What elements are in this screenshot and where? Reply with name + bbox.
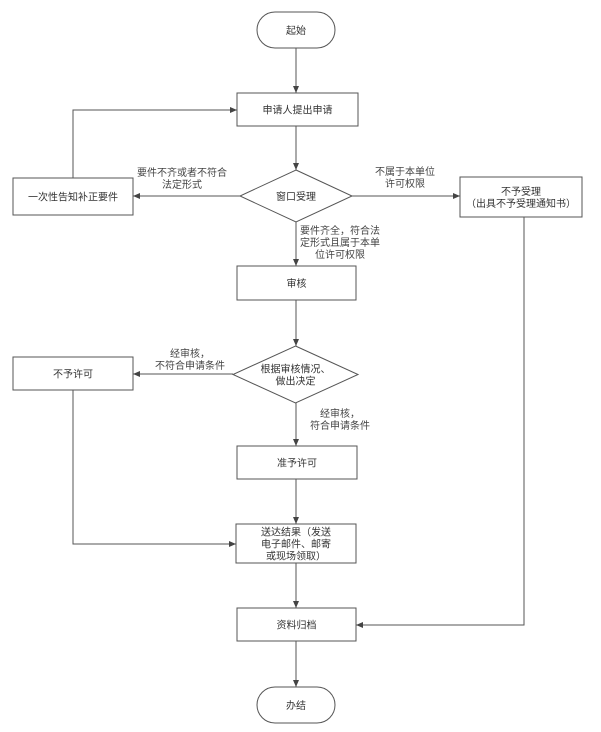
process-shape [236,607,357,642]
process-shape [12,177,134,216]
node-label: 不予许可 [53,369,93,381]
node-label-line: 起始 [286,24,306,37]
node-label: 送达结果（发送电子邮件、邮寄或现场领取） [261,526,331,563]
node-decide: 根据审核情况、做出决定 [231,345,360,404]
edge-label-line: 法定形式 [162,178,202,191]
node-label: 办结 [286,699,306,712]
edge-label-line: 要件齐全，符合法 [300,224,380,237]
edge-label-line: 不符合申请条件 [155,359,225,372]
edge-reject-accept-to-archive [356,217,525,628]
node-label: 根据审核情况、做出决定 [261,363,331,388]
node-label-line: 不予许可 [53,369,93,381]
node-reject-accept: 不予受理（出具不予受理通知书） [459,176,583,218]
process-shape [236,445,358,480]
edge-label-window-to-review: 要件齐全，符合法定形式且属于本单位许可权限 [300,224,380,261]
node-grant: 准予许可 [236,445,358,480]
terminal-shape [256,686,336,724]
node-label: 资料归档 [277,619,317,632]
node-supplement: 一次性告知补正要件 [12,177,134,216]
node-label-line: 做出决定 [276,375,316,388]
node-label: 一次性告知补正要件 [28,191,118,204]
node-deliver: 送达结果（发送电子邮件、邮寄或现场领取） [235,523,357,564]
edge-label-window-to-reject-accept: 不属于本单位许可权限 [375,165,435,190]
node-start: 起始 [256,11,336,49]
process-shape [12,356,134,391]
decision-shape [238,169,354,223]
edge-label-line: 经审核， [170,347,210,360]
edge-supplement-to-apply [72,107,237,178]
edge-label-decide-to-grant: 经审核，符合申请条件 [310,407,370,432]
node-deny: 不予许可 [12,356,134,391]
node-label: 不予受理（出具不予受理通知书） [466,186,576,210]
node-label-line: 窗口受理 [276,190,316,203]
node-label-line: 不予受理 [501,186,541,198]
node-label: 窗口受理 [276,190,316,203]
node-review: 审核 [236,265,357,301]
node-label-line: 一次性告知补正要件 [28,191,118,204]
edge-label-decide-to-deny: 经审核，不符合申请条件 [155,347,225,372]
node-end: 办结 [256,686,336,724]
node-apply: 申请人提出申请 [236,92,359,127]
edge-label-window-to-supplement: 要件不齐或者不符合法定形式 [137,166,227,191]
process-shape [236,92,359,127]
edge-label-line: 定形式且属于本单 [300,236,380,249]
process-shape [235,523,357,564]
node-label-line: 准予许可 [277,458,317,470]
edge-label-line: 符合申请条件 [310,419,370,432]
node-label-line: 根据审核情况、 [261,363,331,376]
node-label-line: 资料归档 [277,619,317,632]
edge-label-line: 经审核， [320,407,360,420]
node-label: 起始 [286,24,306,37]
edge-label-line: 不属于本单位 [375,165,435,178]
node-label-line: 送达结果（发送 [261,526,331,539]
process-shape [236,265,357,301]
node-label-line: 或现场领取） [266,550,326,563]
edge-label-line: 位许可权限 [315,248,365,261]
node-label: 申请人提出申请 [263,104,333,117]
terminal-shape [256,11,336,49]
process-shape [459,176,583,218]
node-window: 窗口受理 [238,169,354,223]
edge-deny-to-deliver [72,390,236,547]
node-label-line: （出具不予受理通知书） [466,197,576,210]
node-label-line: 电子邮件、邮寄 [261,538,331,551]
node-label: 审核 [287,277,307,290]
node-label-line: 申请人提出申请 [263,104,333,117]
edge-label-line: 要件不齐或者不符合 [137,166,227,179]
node-archive: 资料归档 [236,607,357,642]
edge-label-line: 许可权限 [385,177,425,190]
node-label-line: 审核 [287,277,307,290]
node-label: 准予许可 [277,458,317,470]
node-label-line: 办结 [286,699,306,712]
decision-shape [231,345,360,404]
